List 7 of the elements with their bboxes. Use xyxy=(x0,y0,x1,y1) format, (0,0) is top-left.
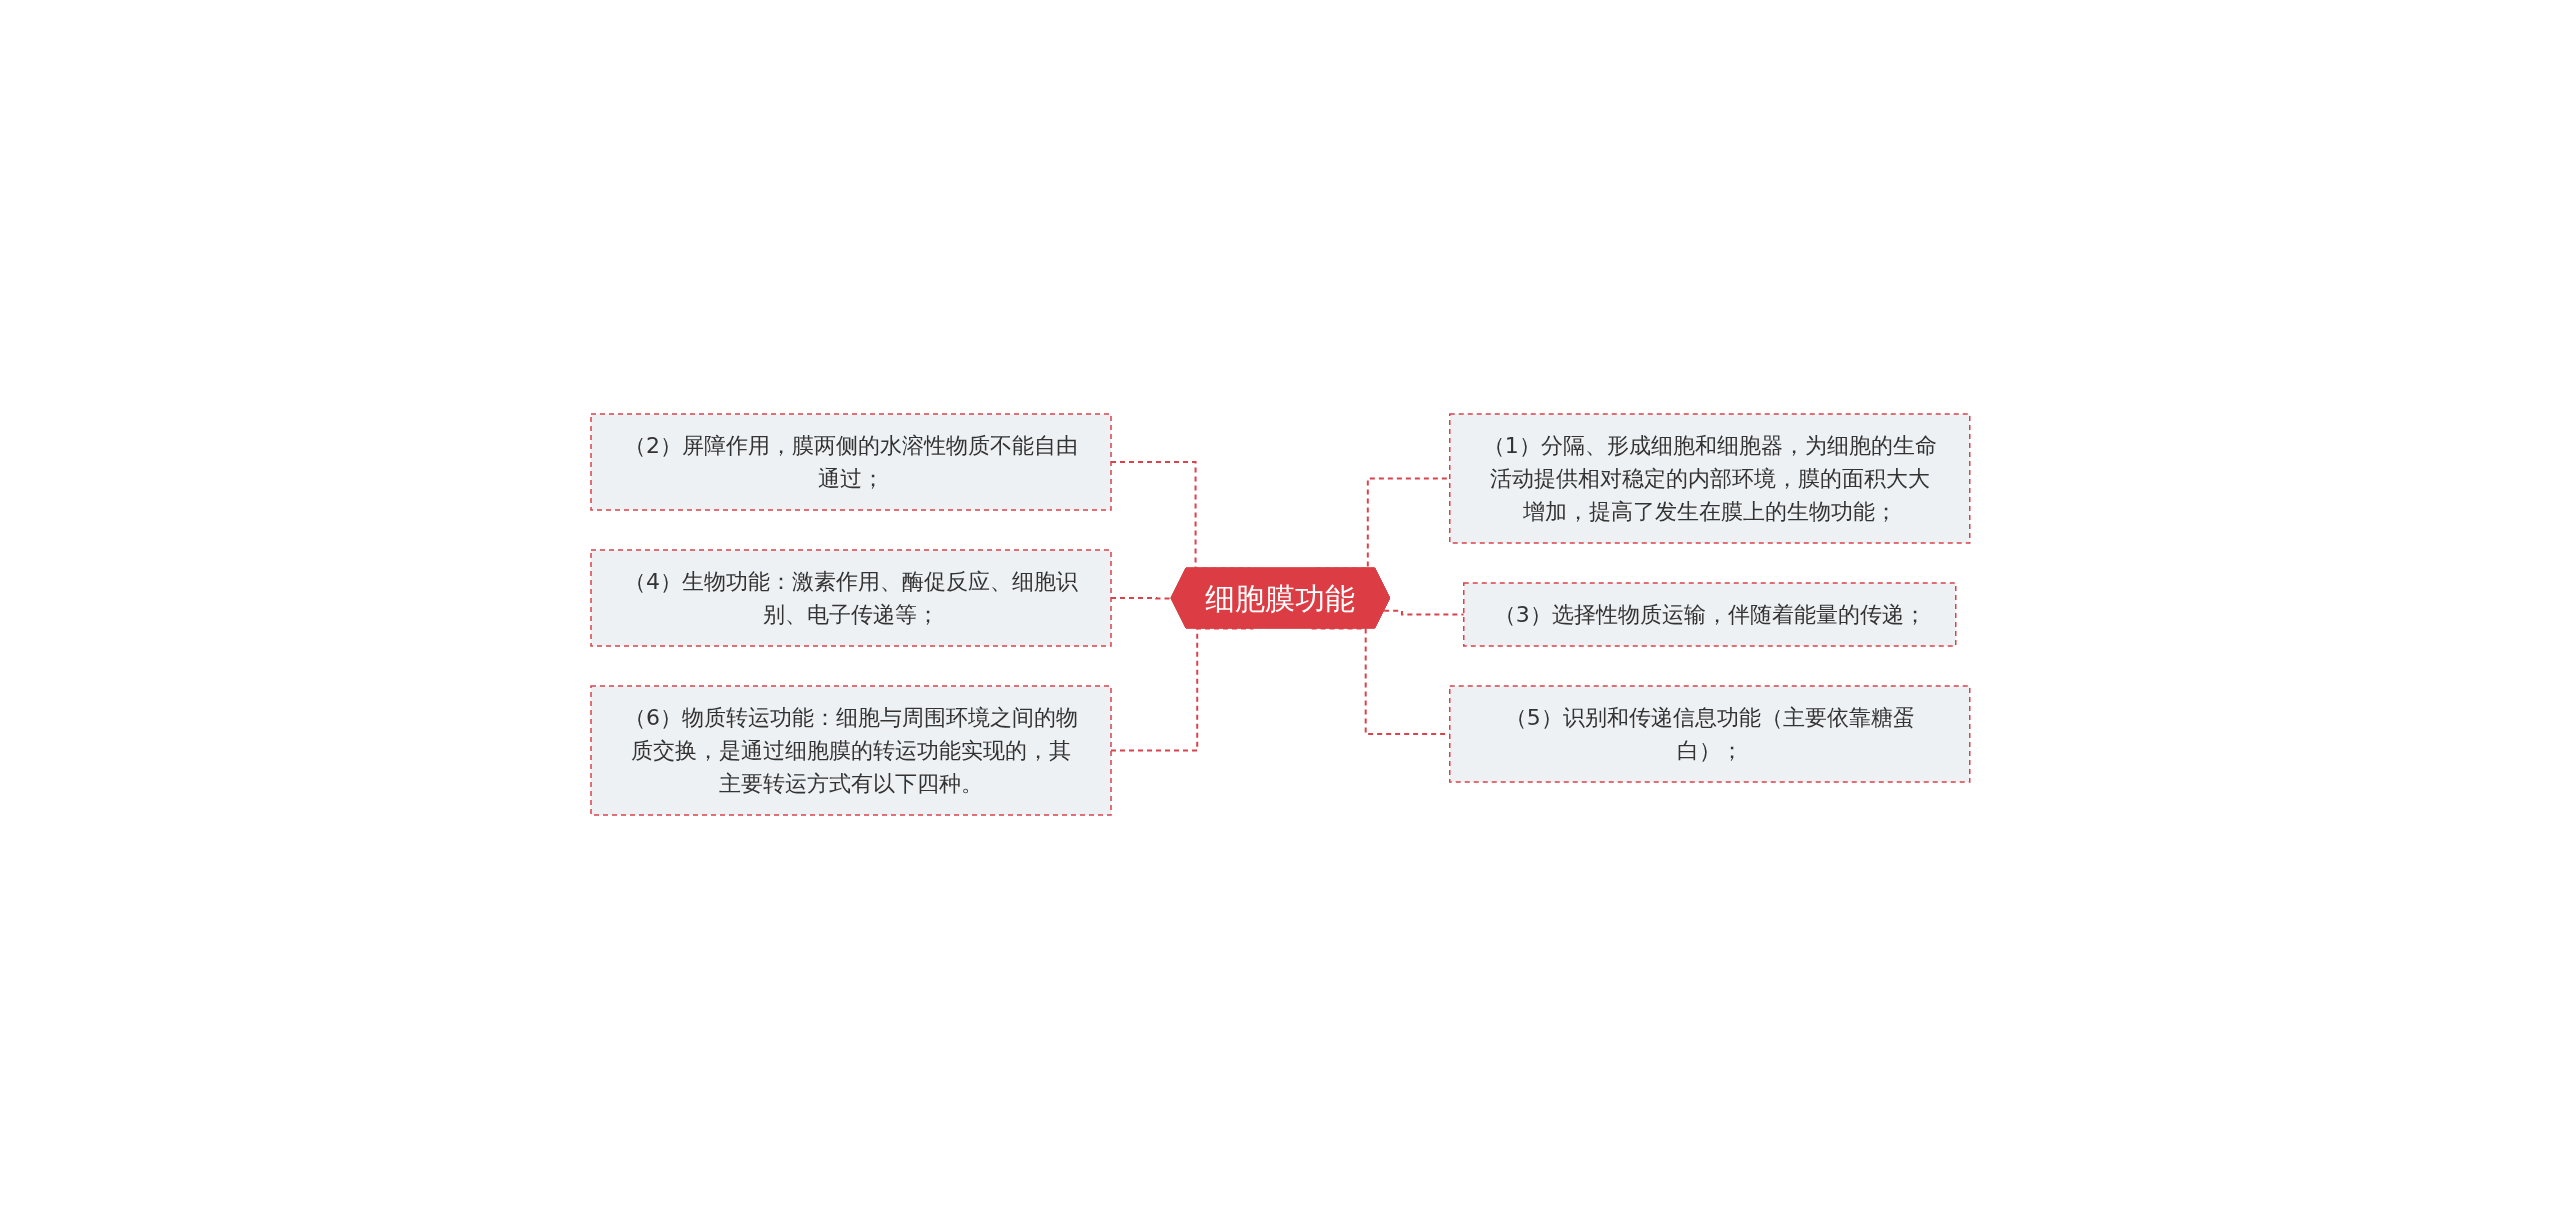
node-box: （4）生物功能：激素作用、酶促反应、细胞识别、电子传递等； xyxy=(589,549,1112,647)
node-box: （5）识别和传递信息功能（主要依靠糖蛋白）； xyxy=(1448,685,1971,783)
node-box: （1）分隔、形成细胞和细胞器，为细胞的生命活动提供相对稳定的内部环境，膜的面积大大增加，提高了发生在膜上的生物功能； xyxy=(1448,413,1971,544)
node-box: （2）屏障作用，膜两侧的水溶性物质不能自由通过； xyxy=(589,413,1112,511)
node-box: （6）物质转运功能：细胞与周围环境之间的物质交换，是通过细胞膜的转运功能实现的，其主要转运方式有以下四种。 xyxy=(589,685,1112,816)
connector xyxy=(1382,609,1465,616)
node-box: （3）选择性物质运输，伴随着能量的传递； xyxy=(1462,582,1957,647)
